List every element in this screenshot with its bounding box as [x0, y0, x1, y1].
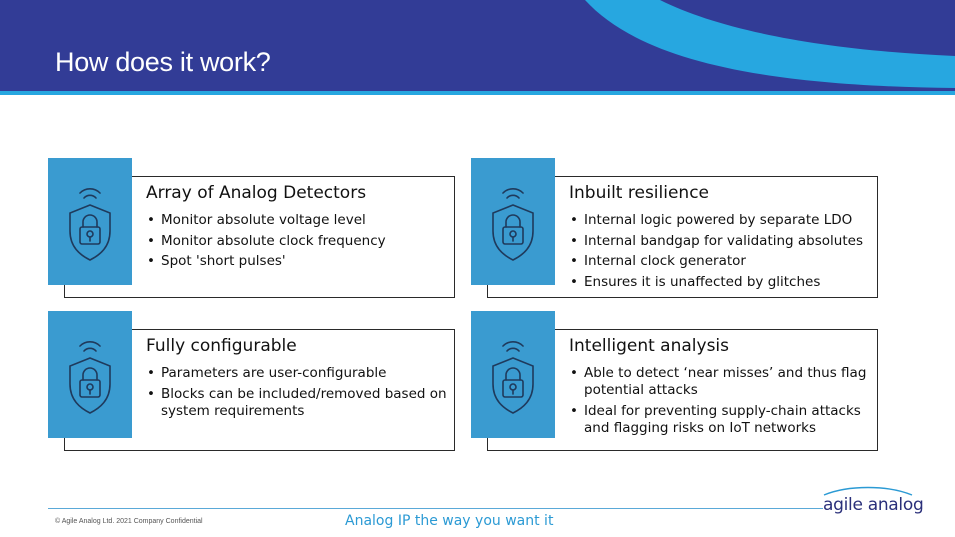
- list-item: Internal bandgap for validating absolute…: [570, 233, 870, 250]
- card-bullet-list: Internal logic powered by separate LDO I…: [570, 212, 870, 294]
- card-heading: Fully configurable: [146, 336, 297, 356]
- shield-lock-signal-icon: [492, 341, 534, 414]
- list-item: Parameters are user-configurable: [147, 365, 447, 382]
- card-heading: Intelligent analysis: [569, 336, 730, 356]
- list-item: Spot 'short pulses': [147, 253, 447, 270]
- list-item: Ideal for preventing supply-chain attack…: [570, 403, 870, 437]
- card-heading: Inbuilt resilience: [569, 183, 710, 203]
- list-item: Internal clock generator: [570, 253, 870, 270]
- list-item: Blocks can be included/removed based on …: [147, 386, 447, 420]
- header-background: [0, 0, 955, 95]
- list-item: Monitor absolute clock frequency: [147, 233, 447, 250]
- card-bullet-list: Monitor absolute voltage level Monitor a…: [147, 212, 447, 274]
- card-icon-box: [471, 158, 555, 285]
- logo-swoosh-icon: [823, 486, 913, 496]
- footer-copyright: © Agile Analog Ltd. 2021 Company Confide…: [55, 518, 203, 525]
- shield-lock-signal-icon: [69, 188, 111, 261]
- card-bullet-list: Parameters are user-configurable Blocks …: [147, 365, 447, 423]
- list-item: Able to detect ‘near misses’ and thus fl…: [570, 365, 870, 399]
- card-heading: Array of Analog Detectors: [146, 183, 367, 203]
- list-item: Ensures it is unaffected by glitches: [570, 274, 870, 291]
- footer-divider: [48, 508, 823, 509]
- shield-lock-signal-icon: [492, 188, 534, 261]
- logo-text: agile analog: [823, 495, 924, 515]
- slide-header: How does it work?: [0, 0, 955, 96]
- page-title: How does it work?: [55, 47, 271, 77]
- company-logo: agile analog: [818, 486, 924, 526]
- footer-tagline: Analog IP the way you want it: [345, 513, 554, 529]
- card-bullet-list: Able to detect ‘near misses’ and thus fl…: [570, 365, 870, 440]
- list-item: Internal logic powered by separate LDO: [570, 212, 870, 229]
- card-icon-box: [48, 158, 132, 285]
- list-item: Monitor absolute voltage level: [147, 212, 447, 229]
- card-icon-box: [48, 311, 132, 438]
- shield-lock-signal-icon: [69, 341, 111, 414]
- card-icon-box: [471, 311, 555, 438]
